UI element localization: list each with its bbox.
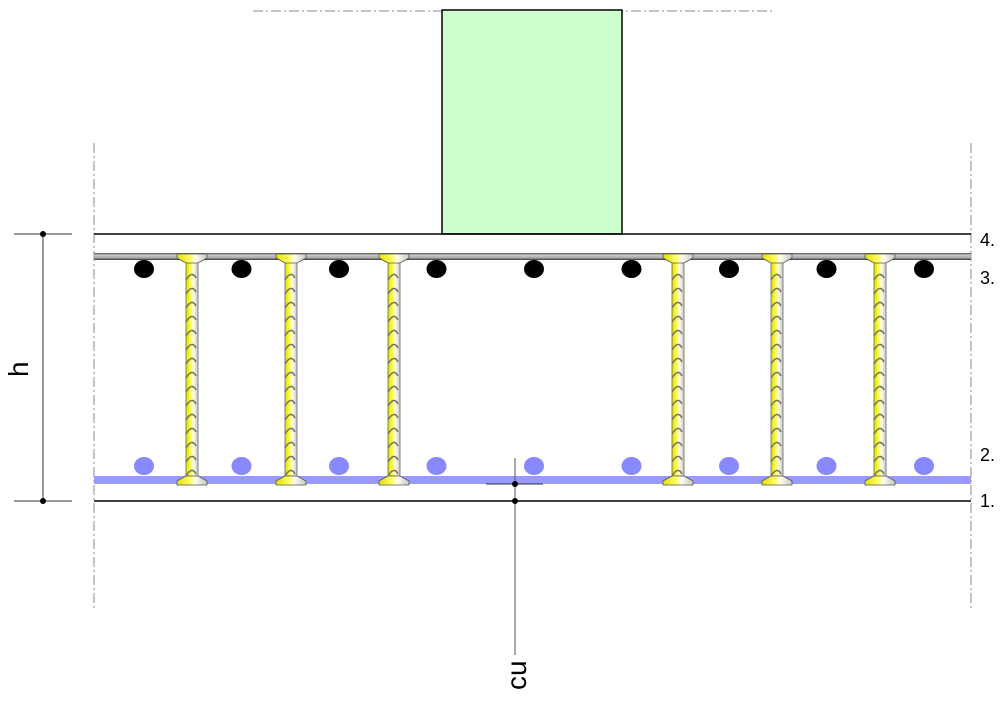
- top-rebar: [621, 260, 642, 278]
- bottom-rebar: [621, 457, 642, 475]
- top-rebar: [524, 260, 544, 278]
- column: [441, 9, 623, 235]
- top-rebar: [329, 260, 349, 278]
- top-rebar: [719, 260, 739, 278]
- bottom-rebar: [816, 457, 837, 475]
- screw: [176, 253, 208, 486]
- cu-dot-top: [512, 481, 518, 487]
- layer-label-3: 3.: [980, 268, 995, 288]
- screws: [176, 253, 896, 486]
- bottom-rebar: [914, 457, 934, 475]
- top-rebar: [914, 260, 934, 278]
- screw: [378, 253, 410, 486]
- layer-label-1: 1.: [980, 491, 995, 511]
- bottom-rebar: [134, 457, 154, 475]
- h-dot-top: [40, 231, 46, 237]
- bottom-plate: [94, 476, 971, 484]
- bottom-rebar: [426, 457, 447, 475]
- layer-label-4: 4.: [980, 230, 995, 250]
- screw: [761, 253, 793, 486]
- h-dot-bottom: [40, 498, 46, 504]
- screw: [662, 253, 694, 486]
- bottom-rebar: [329, 457, 349, 475]
- bottom-reinforcement: [134, 457, 934, 475]
- screw: [864, 253, 896, 486]
- bottom-rebar: [719, 457, 739, 475]
- cu-label: cu: [501, 660, 532, 690]
- h-label: h: [3, 361, 34, 377]
- bottom-rebar: [231, 457, 252, 475]
- top-plate: [94, 253, 971, 260]
- cu-dot-bottom: [512, 498, 518, 504]
- top-rebar: [134, 260, 154, 278]
- bottom-rebar: [524, 457, 544, 475]
- top-reinforcement: [134, 260, 934, 278]
- top-rebar: [426, 260, 447, 278]
- screw: [275, 253, 307, 486]
- top-rebar: [231, 260, 252, 278]
- layer-label-2: 2.: [980, 445, 995, 465]
- top-rebar: [816, 260, 837, 278]
